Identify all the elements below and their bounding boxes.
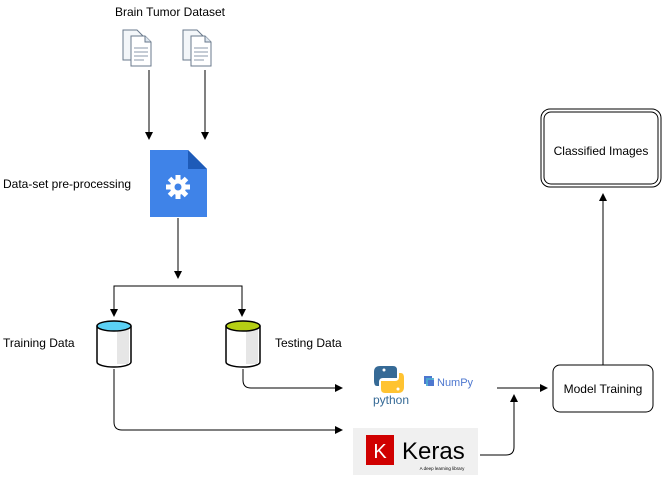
python-wordmark: python <box>373 393 409 407</box>
model-training-label: Model Training <box>564 382 643 396</box>
classified-images-label: Classified Images <box>554 144 649 158</box>
dataset-title: Brain Tumor Dataset <box>115 5 226 19</box>
document-stack-icon-right <box>182 29 212 67</box>
training-data-label: Training Data <box>3 336 75 350</box>
numpy-wordmark: NumPy <box>437 377 474 389</box>
classified-images-box <box>540 108 662 188</box>
keras-letter: K <box>373 441 387 463</box>
arrow-keras-to-model <box>480 394 518 456</box>
keras-tagline: A deep learning library <box>420 466 466 471</box>
database-cylinder-icon-testing <box>225 320 261 368</box>
database-cylinder-icon-training <box>96 320 132 368</box>
split-connector <box>113 285 243 316</box>
python-logo: python <box>373 366 409 407</box>
keras-logo: K Keras A deep learning library <box>353 428 478 475</box>
testing-data-label: Testing Data <box>275 336 342 350</box>
gear-document-icon <box>150 150 207 217</box>
arrow-testing-to-python <box>242 369 343 392</box>
arrow-training-to-keras <box>113 369 343 434</box>
numpy-logo: NumPy <box>424 376 474 389</box>
document-stack-icon-left <box>122 29 152 67</box>
keras-wordmark: Keras <box>402 438 465 465</box>
preprocessing-label: Data-set pre-processing <box>3 177 131 191</box>
